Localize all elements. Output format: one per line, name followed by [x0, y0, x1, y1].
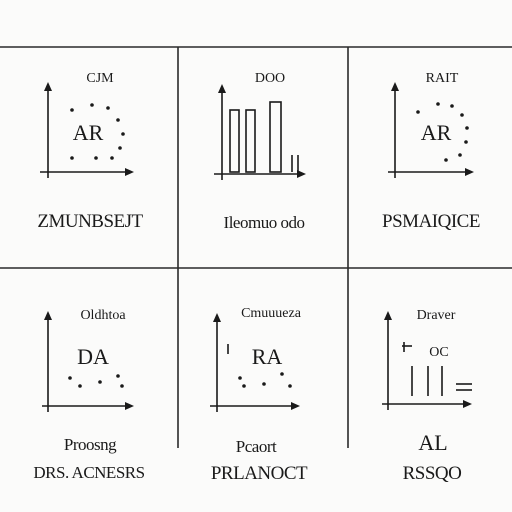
panel-4-inner-text: DA: [77, 344, 109, 369]
panel-5-caption-2: PRLANOCT: [210, 463, 308, 484]
panel-grid: [0, 46, 512, 448]
panel-6-chart-label: Draver: [416, 308, 456, 323]
panel-1-caption: ZMUNBSEJT: [37, 211, 143, 232]
panel-1-chart-label: CJM: [86, 71, 114, 86]
panel-4-chart-label: Oldhtoa: [80, 308, 126, 323]
panel-6-caption-2: RSSQO: [402, 463, 462, 484]
panel-6-inner-text: OC: [429, 345, 449, 360]
panel-3-caption: PSMAIQICE: [382, 211, 480, 232]
panel-3-chart-label: RAIT: [425, 71, 459, 86]
panel-3-chart-icon: [388, 82, 474, 178]
panel-6-caption: AL: [418, 430, 448, 455]
panel-6-chart-icon: [382, 311, 472, 410]
panel-5-inner-text: RA: [251, 344, 283, 369]
panel-4-caption-2: DRS. ACNESRS: [33, 463, 145, 482]
panel-3-inner-text: AR: [420, 120, 452, 145]
panel-1-inner-text: AR: [72, 120, 104, 145]
panel-5-chart-icon: [210, 313, 300, 412]
panel-2-chart-label: DOO: [254, 71, 286, 86]
panel-5-chart-label: Cmuuueza: [241, 306, 301, 321]
panel-4-caption: Proosng: [63, 435, 117, 454]
panel-1-chart-icon: [40, 82, 134, 178]
panel-2-chart-icon: [214, 84, 306, 180]
panel-5-caption: Pcaort: [235, 437, 277, 456]
panel-4-chart-icon: [42, 311, 134, 412]
panel-2-caption: Ileomuo odo: [223, 213, 305, 232]
